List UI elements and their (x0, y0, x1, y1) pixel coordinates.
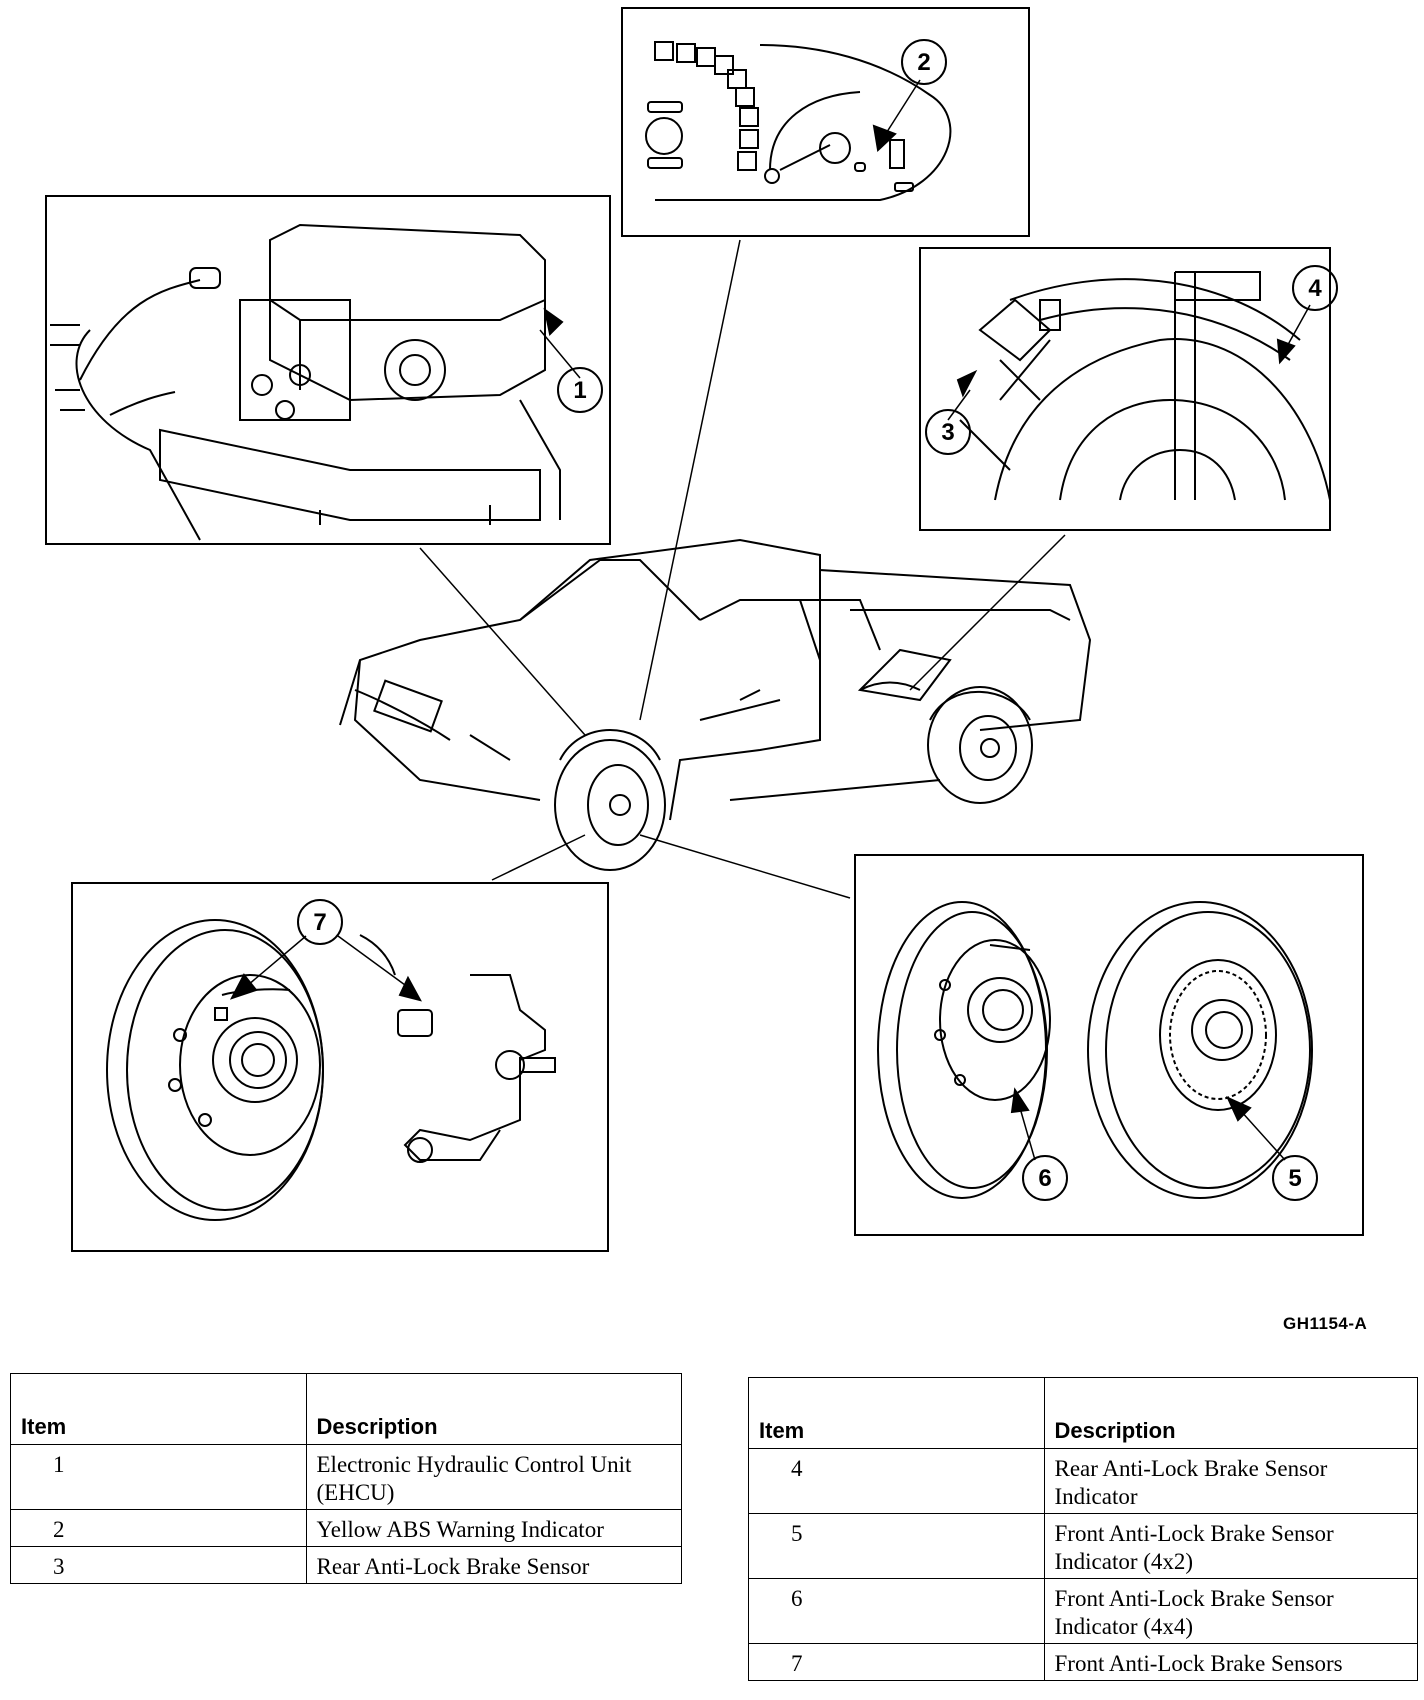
item-number: 2 (10, 1509, 307, 1547)
leader-7b (337, 935, 406, 986)
callout-1 (557, 367, 603, 413)
figure-id: GH1154-A (1283, 1314, 1368, 1333)
callout-7 (297, 899, 343, 945)
item-description: Yellow ABS Warning Indicator (305, 1509, 682, 1547)
item-table-left: Item Description 1 Electronic Hydraulic … (10, 1373, 682, 1584)
table-row: 1 Electronic Hydraulic Control Unit (EHC… (10, 1444, 682, 1510)
item-number: 7 (748, 1643, 1045, 1681)
callout-2 (901, 39, 947, 85)
arrow-4 (1276, 338, 1296, 365)
table-row: 4 Rear Anti-Lock Brake Sensor Indicator (748, 1448, 1418, 1514)
leader-2 (884, 79, 921, 136)
header-item: Item (10, 1373, 307, 1445)
table-header-row: Item Description (10, 1373, 682, 1445)
table-row: 3 Rear Anti-Lock Brake Sensor (10, 1546, 682, 1584)
callout-7-number: 7 (313, 909, 326, 936)
item-description: Front Anti-Lock Brake Sensor Indicator (… (1043, 1578, 1418, 1644)
header-item: Item (748, 1377, 1045, 1449)
table-header-row: Item Description (748, 1377, 1418, 1449)
callout-2-number: 2 (917, 49, 930, 76)
callout-3-number: 3 (941, 419, 954, 446)
table-row: 5 Front Anti-Lock Brake Sensor Indicator… (748, 1513, 1418, 1579)
panel-rear-sensor (919, 247, 1338, 531)
rear-sensor-illustration (959, 271, 1331, 501)
arrow-6 (1010, 1087, 1030, 1114)
item-description: Front Anti-Lock Brake Sensors (1043, 1643, 1418, 1681)
leader-7a (247, 935, 307, 986)
leader-lines (419, 239, 1066, 899)
item-number: 5 (748, 1513, 1045, 1579)
table-row: 2 Yellow ABS Warning Indicator (10, 1509, 682, 1547)
cluster-illustration (645, 41, 952, 201)
callout-1-number: 1 (573, 377, 586, 404)
callout-5 (1272, 1155, 1318, 1201)
arrow-7b (398, 975, 422, 1002)
arrow-3 (956, 369, 978, 398)
header-description: Description (305, 1373, 682, 1445)
panel-front-indicators (854, 854, 1364, 1236)
panel-front-sensor (71, 882, 609, 1252)
callout-4-number: 4 (1308, 275, 1322, 302)
panel-instrument-cluster (621, 7, 1030, 237)
arrow-7a (229, 973, 258, 1000)
arrow-2 (872, 124, 897, 153)
item-description: Rear Anti-Lock Brake Sensor Indicator (1043, 1448, 1418, 1514)
leader-4 (1284, 304, 1311, 351)
front-indicators-illustration (877, 901, 1313, 1199)
callout-3 (925, 409, 971, 455)
header-description: Description (1043, 1377, 1418, 1449)
component-location-diagram: 1 2 3 4 5 6 7 (45, 7, 1364, 1252)
item-description: Rear Anti-Lock Brake Sensor (305, 1546, 682, 1584)
callout-4 (1292, 265, 1338, 311)
item-description: Front Anti-Lock Brake Sensor Indicator (… (1043, 1513, 1418, 1579)
truck-illustration (339, 538, 1092, 871)
table-row: 6 Front Anti-Lock Brake Sensor Indicator… (748, 1578, 1418, 1644)
table-row: 7 Front Anti-Lock Brake Sensors (748, 1643, 1418, 1681)
item-number: 3 (10, 1546, 307, 1584)
callout-6-number: 6 (1038, 1165, 1051, 1192)
arrow-5 (1225, 1095, 1252, 1122)
panel-ehcu (45, 195, 611, 545)
item-number: 6 (748, 1578, 1045, 1644)
item-number: 4 (748, 1448, 1045, 1514)
leader-3 (947, 389, 971, 421)
item-table-right: Item Description 4 Rear Anti-Lock Brake … (748, 1377, 1418, 1681)
front-sensor-illustration (106, 919, 556, 1221)
callout-5-number: 5 (1288, 1165, 1301, 1192)
arrow-1 (543, 307, 564, 337)
item-number: 1 (10, 1444, 307, 1510)
callout-6 (1022, 1155, 1068, 1201)
leader-6 (1019, 1107, 1036, 1161)
item-description: Electronic Hydraulic Control Unit (EHCU) (305, 1444, 682, 1510)
ehcu-illustration (50, 223, 561, 541)
leader-5 (1239, 1109, 1286, 1161)
